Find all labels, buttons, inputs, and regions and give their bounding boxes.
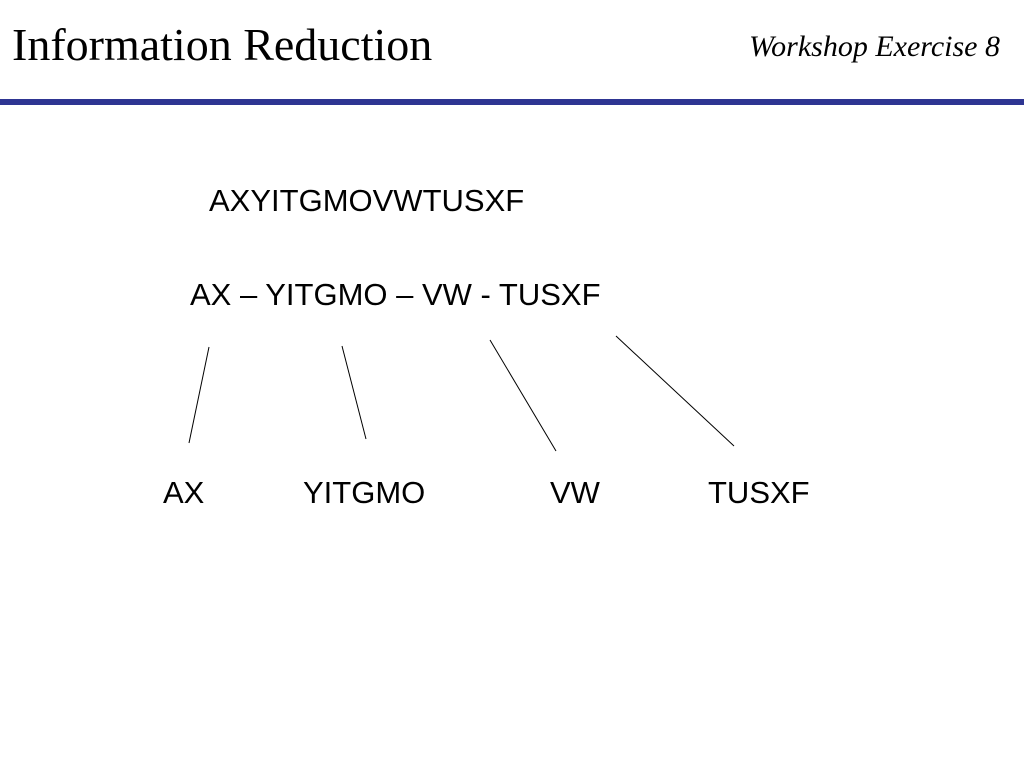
slide-subtitle: Workshop Exercise 8 — [748, 30, 1000, 63]
connector-line-yitgmo — [341, 345, 367, 440]
connector-line-ax — [188, 346, 210, 444]
connector-line-tusxf — [615, 335, 735, 447]
connector-line-vw — [489, 339, 557, 452]
chunk-label-yitgmo: YITGMO — [303, 475, 426, 510]
header-divider — [0, 99, 1024, 105]
chunk-label-ax: AX — [163, 475, 205, 510]
full-letter-string: AXYITGMOVWTUSXF — [209, 183, 525, 218]
slide-title: Information Reduction — [12, 19, 433, 70]
chunk-label-vw: VW — [550, 475, 600, 510]
grouped-letter-string: AX – YITGMO – VW - TUSXF — [190, 277, 601, 312]
chunk-label-tusxf: TUSXF — [708, 475, 810, 510]
